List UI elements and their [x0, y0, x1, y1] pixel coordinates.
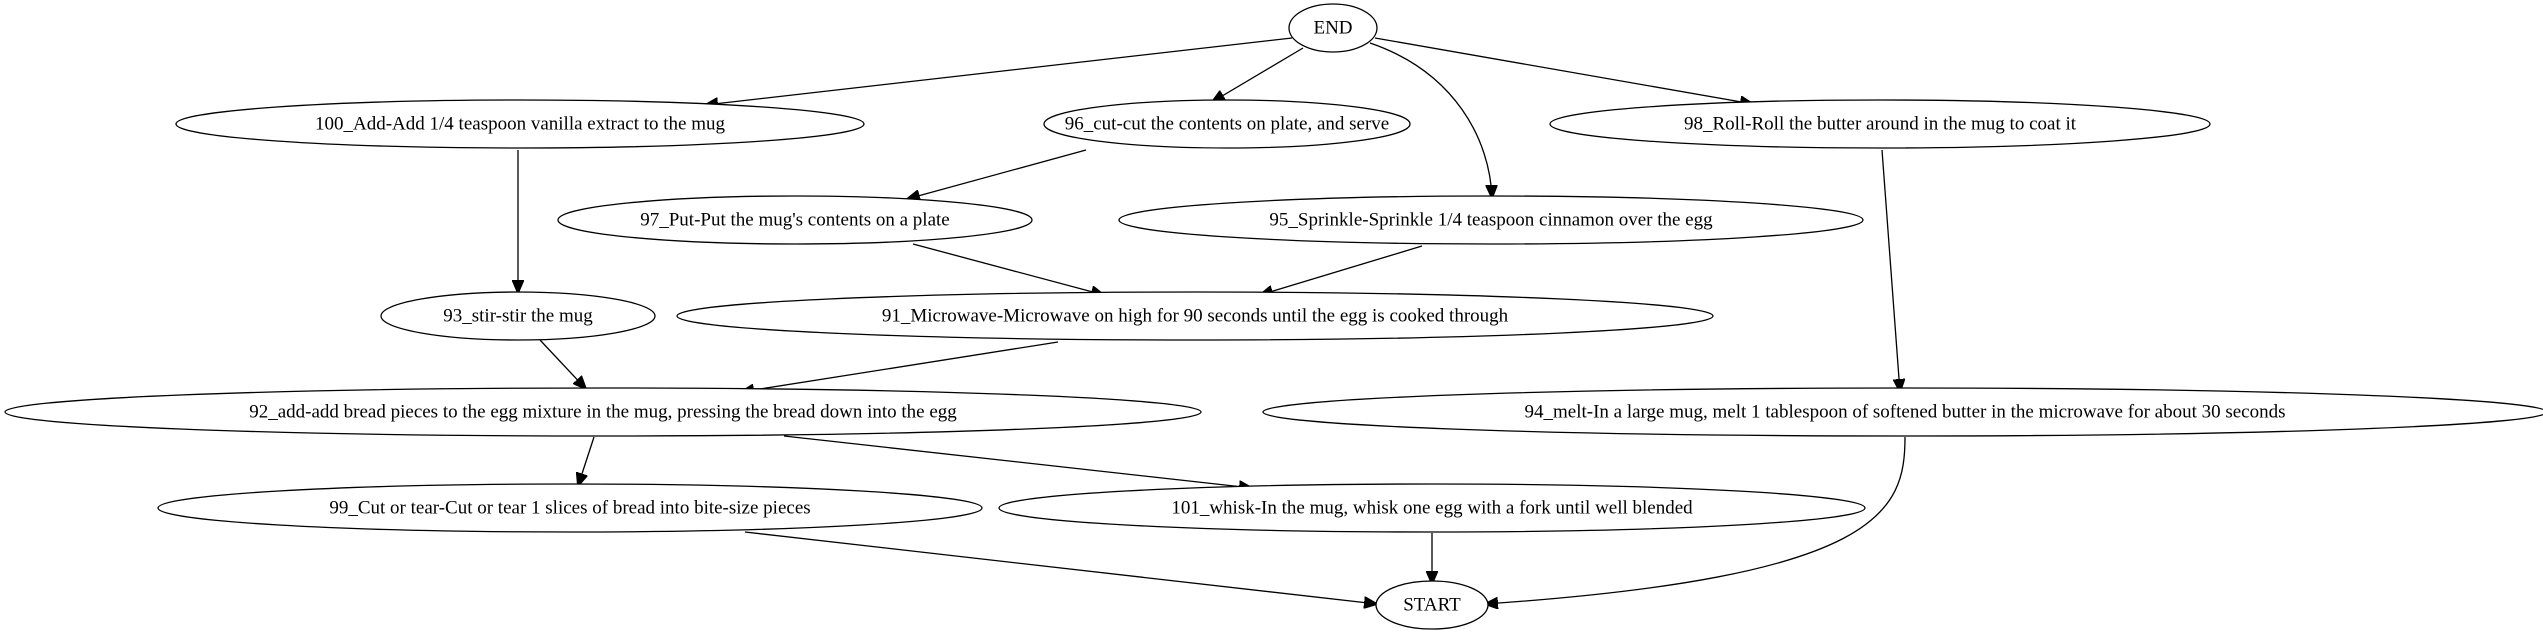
node-cut-serve: 96_cut-cut the contents on plate, and se…	[1043, 99, 1411, 149]
node-sprinkle-cinnamon-label: 95_Sprinkle-Sprinkle 1/4 teaspoon cinnam…	[1269, 210, 1713, 231]
node-cut-tear-bread-label: 99_Cut or tear-Cut or tear 1 slices of b…	[329, 498, 810, 519]
edge-microwave-to-add-bread	[741, 341, 1059, 392]
node-stir: 93_stir-stir the mug	[380, 291, 656, 341]
node-put-plate-label: 97_Put-Put the mug's contents on a plate	[640, 210, 950, 231]
nodes: END 100_Add-Add 1/4 teaspoon vanilla ext…	[4, 3, 2543, 630]
node-melt-butter-label: 94_melt-In a large mug, melt 1 tablespoo…	[1524, 402, 2285, 423]
node-start-label: START	[1403, 595, 1461, 616]
node-add-bread-label: 92_add-add bread pieces to the egg mixtu…	[249, 402, 957, 423]
node-sprinkle-cinnamon: 95_Sprinkle-Sprinkle 1/4 teaspoon cinnam…	[1118, 195, 1864, 245]
edge-sprinkle-to-microwave	[1260, 245, 1423, 295]
edge-end-to-cut-serve	[1212, 47, 1304, 102]
node-put-plate: 97_Put-Put the mug's contents on a plate	[557, 195, 1033, 245]
edge-end-to-sprinkle-cinnamon	[1369, 42, 1492, 198]
node-microwave-label: 91_Microwave-Microwave on high for 90 se…	[882, 306, 1509, 327]
node-end: END	[1288, 3, 1378, 53]
edge-roll-butter-to-melt	[1881, 149, 1900, 392]
node-microwave: 91_Microwave-Microwave on high for 90 se…	[676, 291, 1714, 341]
node-add-vanilla-label: 100_Add-Add 1/4 teaspoon vanilla extract…	[315, 114, 725, 135]
edge-end-to-roll-butter	[1374, 37, 1753, 104]
node-add-vanilla: 100_Add-Add 1/4 teaspoon vanilla extract…	[175, 99, 865, 149]
node-end-label: END	[1313, 18, 1352, 39]
edge-add-bread-to-cut-tear	[578, 436, 595, 486]
edge-end-to-add-vanilla	[705, 37, 1293, 105]
node-add-bread: 92_add-add bread pieces to the egg mixtu…	[4, 387, 1202, 437]
edge-melt-to-start	[1485, 436, 1906, 604]
node-whisk-egg: 101_whisk-In the mug, whisk one egg with…	[998, 483, 1866, 533]
node-stir-label: 93_stir-stir the mug	[443, 306, 593, 327]
node-start: START	[1375, 580, 1489, 630]
node-melt-butter: 94_melt-In a large mug, melt 1 tablespoo…	[1262, 387, 2543, 437]
edge-cut-serve-to-put-plate	[907, 149, 1087, 199]
edge-cut-tear-to-start	[744, 531, 1377, 604]
edge-stir-to-add-bread	[539, 339, 586, 389]
edge-put-plate-to-microwave	[912, 243, 1104, 295]
node-whisk-egg-label: 101_whisk-In the mug, whisk one egg with…	[1171, 498, 1693, 519]
edges	[518, 37, 1906, 604]
node-cut-serve-label: 96_cut-cut the contents on plate, and se…	[1065, 114, 1389, 135]
node-roll-butter-label: 98_Roll-Roll the butter around in the mu…	[1684, 114, 2077, 135]
edge-add-bread-to-whisk	[783, 435, 1252, 488]
node-cut-tear-bread: 99_Cut or tear-Cut or tear 1 slices of b…	[157, 483, 983, 533]
node-roll-butter: 98_Roll-Roll the butter around in the mu…	[1549, 99, 2211, 149]
